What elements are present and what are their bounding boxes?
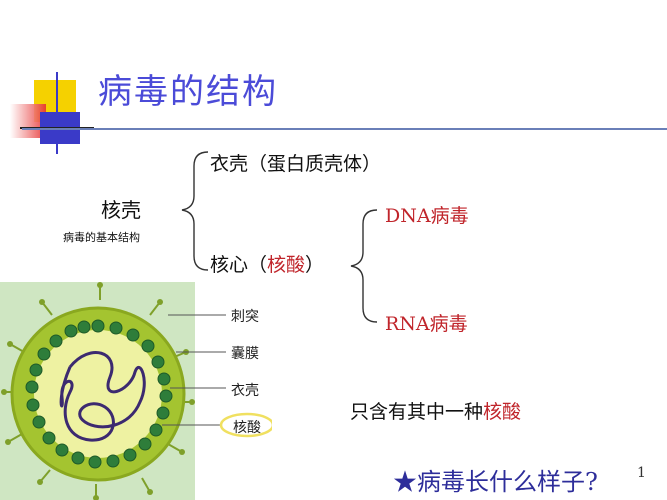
slide-title: 病毒的结构 [98, 72, 278, 112]
virus-label-nucleic: 核酸 [233, 420, 261, 436]
virus-label-capsid: 衣壳 [231, 383, 259, 399]
page-number: 1 [637, 465, 646, 481]
tree-root-label: 核壳 [101, 198, 141, 222]
capsid-prefix: 衣壳（ [210, 153, 268, 175]
label-leader-lines [162, 314, 226, 426]
capsid-suffix: ） [362, 153, 382, 175]
dna-virus-label: DNA病毒 [385, 205, 469, 227]
capsid-detail: 蛋白质壳体 [267, 153, 363, 175]
virus-illustration [0, 282, 272, 500]
nucleic-acid-strand [59, 351, 146, 442]
tree-root-caption: 病毒的基本结构 [63, 231, 140, 244]
virus-label-envelope: 囊膜 [231, 346, 259, 362]
decor-vertical-line [56, 72, 58, 154]
capsid-label: 衣壳（蛋白质壳体） [210, 149, 381, 176]
nucleic-note-prefix: 只含有其中一种 [350, 401, 484, 423]
nucleic-note-highlight: 核酸 [483, 401, 522, 423]
nucleic-label-highlight [219, 412, 272, 438]
capsomeres [25, 319, 173, 469]
bottom-question: ★病毒长什么样子? [393, 468, 598, 496]
core-prefix: 核心（ [210, 254, 268, 276]
nucleic-note: 只含有其中一种核酸 [350, 397, 521, 424]
root-brace [181, 151, 209, 271]
spike-tips [1, 282, 195, 500]
core-label: 核心（核酸） [210, 250, 324, 277]
core-brace [350, 209, 378, 323]
virus-label-spike: 刺突 [231, 309, 259, 325]
title-underline [22, 128, 667, 130]
core-detail: 核酸 [267, 254, 306, 276]
virus-inner [34, 330, 162, 458]
rna-virus-label: RNA病毒 [385, 313, 468, 335]
core-suffix: ） [305, 254, 325, 276]
